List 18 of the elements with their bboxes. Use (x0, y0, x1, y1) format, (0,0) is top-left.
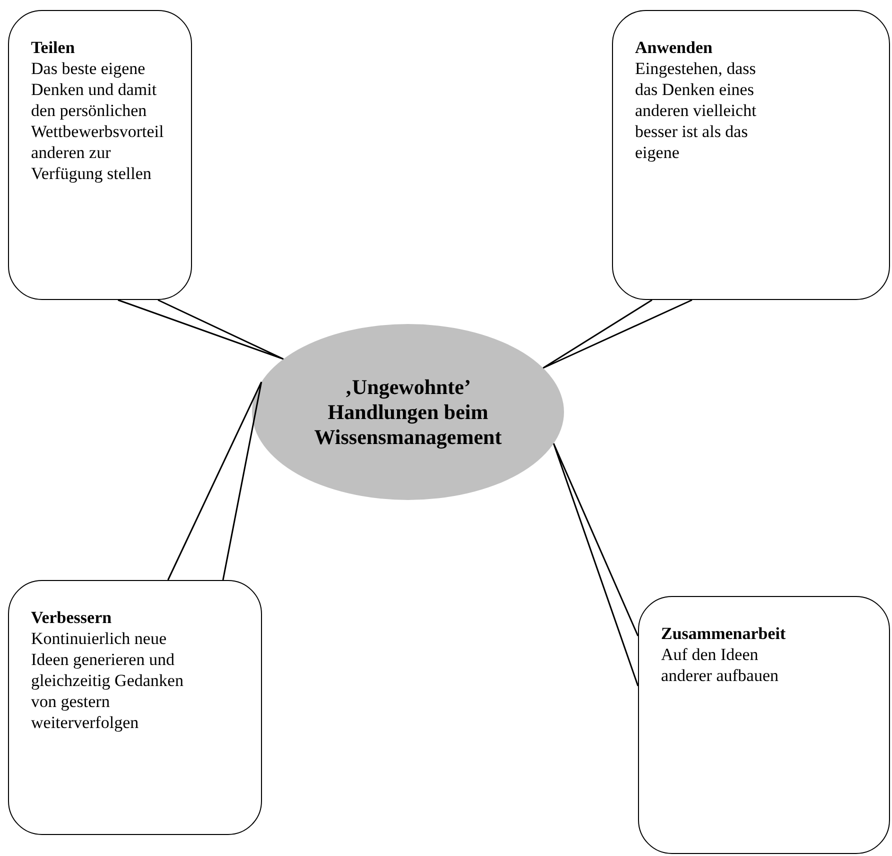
bubble-heading: Zusammenarbeit (661, 623, 787, 644)
bubble-text: Das beste eigene Denken und damit den persönlichen Wettbewerbsvorteil anderen zur Verfügung stellen (31, 58, 165, 184)
speech-bubble-tail (542, 299, 693, 369)
bubble-text: Eingestehen, dass das Denken eines anderen vielleicht besser ist als das eigene (635, 58, 758, 163)
topic-title: ‚Ungewohnte’ Handlungen beim Wissensmanagement (314, 374, 502, 450)
bubble-text: Kontinuierlich neue Ideen generieren und gleichzeitig Gedanken von gestern weiterverfolgen (31, 628, 184, 733)
speech-bubble (638, 596, 890, 854)
speech-bubble-tail (552, 442, 639, 687)
speech-bubble-tail (117, 299, 284, 360)
topic-ellipse (252, 324, 564, 500)
speech-bubble-tail (167, 381, 262, 581)
bubble-heading: Verbessern (31, 607, 113, 628)
speech-bubble (8, 10, 192, 300)
bubble-heading: Teilen (31, 37, 76, 58)
bubble-heading: Anwenden (635, 37, 714, 58)
speech-bubble (8, 580, 262, 835)
bubble-text: Auf den Ideen anderer aufbauen (661, 644, 780, 686)
speech-bubble (612, 10, 890, 300)
